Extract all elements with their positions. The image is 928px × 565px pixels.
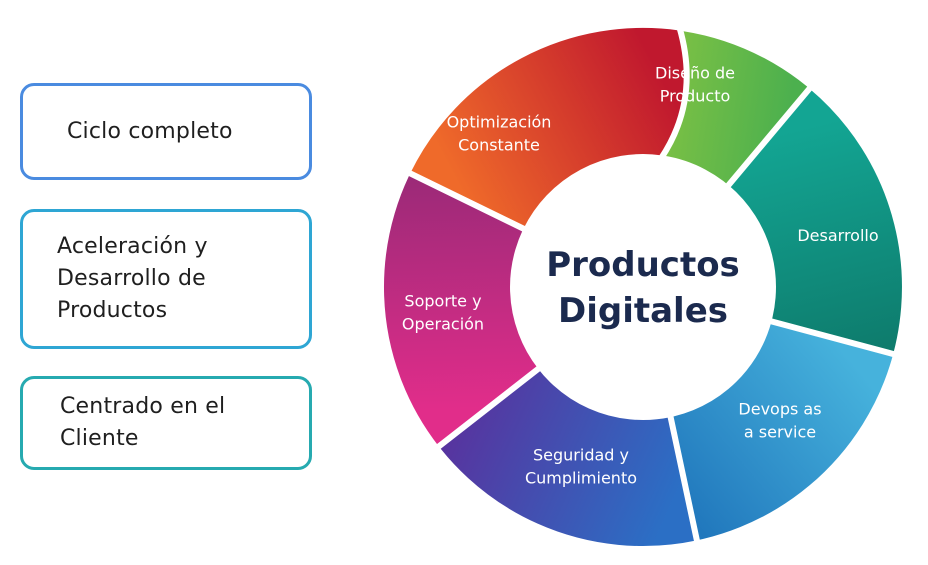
cycle-segment-label: Desarrollo xyxy=(797,226,878,245)
cycle-segment-label: Producto xyxy=(660,87,731,106)
center-title-line-2: Digitales xyxy=(558,291,728,331)
cycle-segment-label: Constante xyxy=(458,136,540,155)
feature-card-text: Aceleración y Desarrollo de Productos xyxy=(57,234,208,323)
feature-card-centrado-cliente: Centrado en el Cliente xyxy=(20,376,312,470)
center-title-line-1: Productos xyxy=(546,245,740,285)
cycle-segment-label: Diseño de xyxy=(655,64,735,83)
center-disc xyxy=(515,159,771,415)
feature-card-text: Ciclo completo xyxy=(67,118,233,144)
cycle-segment-label: a service xyxy=(744,423,816,442)
cycle-segment-label: Operación xyxy=(402,315,484,334)
cycle-segment-label: Optimización xyxy=(447,113,552,132)
feature-card-text: Centrado en el Cliente xyxy=(60,394,226,451)
cycle-segment-label: Devops as xyxy=(738,400,821,419)
cycle-segment-label: Cumplimiento xyxy=(525,469,637,488)
feature-card-aceleracion: Aceleración y Desarrollo de Productos xyxy=(20,209,312,349)
cycle-segment-label: Seguridad y xyxy=(533,446,629,465)
cycle-segment-label: Soporte y xyxy=(404,292,481,311)
cycle-segment xyxy=(404,21,690,233)
feature-card-ciclo-completo: Ciclo completo xyxy=(20,83,312,180)
